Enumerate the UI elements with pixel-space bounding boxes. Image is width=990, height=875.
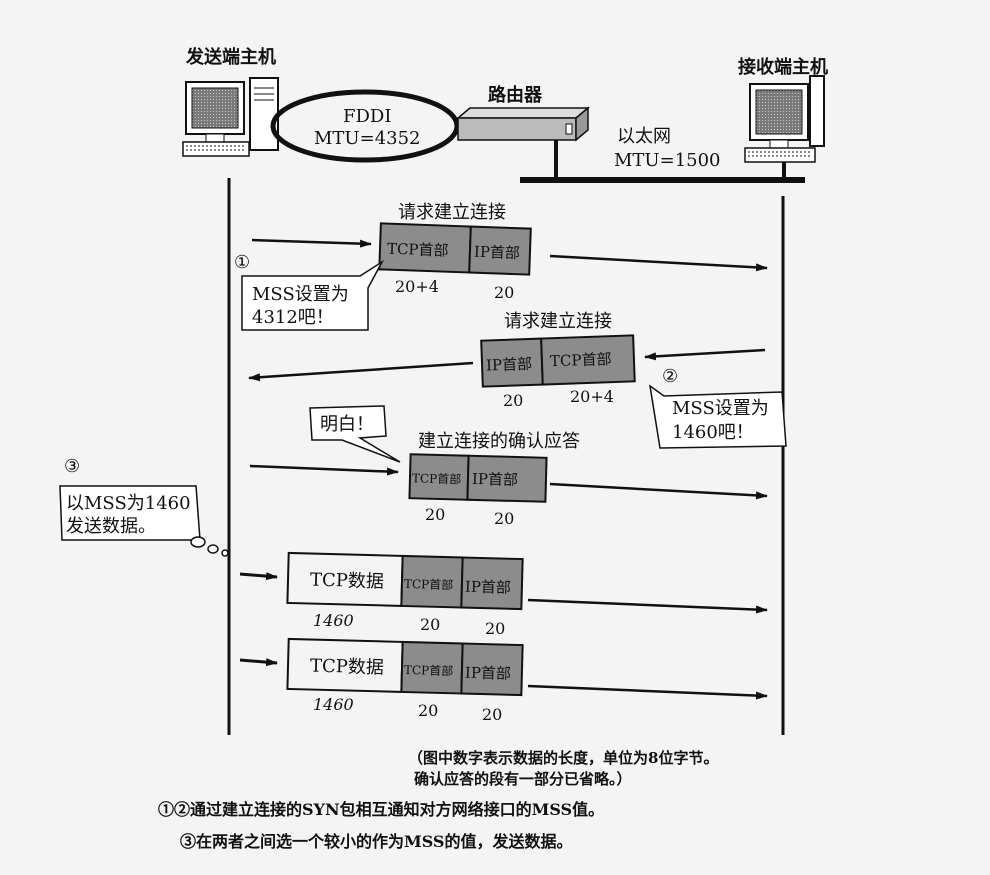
step1-arrow-in [251, 238, 372, 248]
step2-arrow-out [248, 361, 474, 382]
tcp-data-label: TCP数据 [310, 656, 384, 679]
ack-bubble-text: 明白！ [320, 414, 374, 435]
tcp-header-label: TCP首部 [550, 350, 612, 370]
ack-title: 建立连接的确认应答 [418, 431, 580, 452]
router-label: 路由器 [488, 84, 543, 106]
ack-len-ip: 20 [494, 509, 514, 528]
step2-packet: IP首部 TCP首部 [480, 334, 636, 388]
data1-len-ip: 20 [485, 619, 505, 638]
caption-line1: ①②通过建立连接的SYN包相互通知对方网络接口的MSS值。 [158, 800, 604, 819]
ack-len-tcp: 20 [425, 505, 445, 524]
ip-header-label: IP首部 [474, 243, 521, 263]
data1-len-data: 1460 [313, 611, 354, 630]
ip-header-block [460, 642, 524, 697]
ethernet-name: 以太网 [617, 126, 671, 147]
step2-title: 请求建立连接 [504, 311, 612, 332]
ip-header-block [468, 225, 532, 276]
step2-arrow-in [644, 348, 766, 361]
data1-arrow-in [239, 572, 278, 581]
fddi-mtu: MTU=4352 [314, 128, 421, 149]
step1-title: 请求建立连接 [398, 202, 506, 223]
ip-header-label: IP首部 [465, 664, 511, 683]
caption-line2: ③在两者之间选一个较小的作为MSS的值，发送数据。 [180, 832, 572, 851]
step1-bubble-line1: MSS设置为 [252, 284, 349, 305]
step1-speech-bubble: MSS设置为 4312吧！ [241, 259, 385, 331]
tcp-header-label: TCP首部 [404, 576, 454, 592]
data1-len-tcp: 20 [420, 615, 440, 634]
data-packet-2: TCP数据 TCP首部 IP首部 [286, 637, 524, 697]
tcp-header-block [540, 334, 636, 386]
data2-arrow-out [527, 684, 768, 700]
step1-bubble-line2: 4312吧！ [252, 307, 334, 328]
tcp-header-label: TCP首部 [412, 470, 462, 486]
data2-len-ip: 20 [482, 705, 502, 724]
step1-len-ip: 20 [494, 283, 514, 302]
fddi-ring [270, 89, 460, 163]
step3-thought-bubble: 以MSS为1460 发送数据。 [59, 485, 229, 557]
ip-header-label: IP首部 [472, 470, 518, 489]
router-icon [455, 106, 591, 180]
step2-marker: ② [662, 366, 678, 387]
ack-packet: TCP首部 IP首部 [408, 453, 548, 503]
ack-speech-bubble: 明白！ [309, 405, 401, 463]
tcp-data-label: TCP数据 [310, 570, 384, 593]
data1-arrow-out [527, 598, 768, 614]
step2-speech-bubble: MSS设置为 1460吧！ [648, 384, 787, 449]
ip-header-block [466, 454, 548, 503]
step2-len-tcp: 20+4 [570, 387, 614, 406]
fddi-name: FDDI [343, 106, 391, 127]
data2-len-data: 1460 [313, 695, 354, 714]
sender-label: 发送端主机 [185, 46, 276, 68]
step1-packet: TCP首部 IP首部 [378, 222, 532, 276]
receiver-computer-icon [744, 75, 825, 163]
step3-bubble-line1: 以MSS为1460 [66, 493, 191, 514]
receiver-label: 接收端主机 [738, 56, 828, 78]
ip-header-label: IP首部 [486, 355, 533, 375]
step1-arrow-out [549, 254, 768, 272]
sender-computer-icon [182, 77, 279, 157]
step1-len-tcp: 20+4 [395, 277, 439, 296]
ack-arrow-in [249, 464, 399, 476]
note-line1: （图中数字表示数据的长度，单位为8位字节。 [408, 749, 718, 767]
tcp-header-label: TCP首部 [387, 240, 449, 260]
ethernet-mtu: MTU=1500 [614, 150, 721, 171]
note-line2: 确认应答的段有一部分已省略。） [414, 770, 632, 788]
step3-marker: ③ [64, 456, 80, 477]
data-packet-1: TCP数据 TCP首部 IP首部 [286, 551, 524, 611]
step1-marker: ① [234, 252, 250, 273]
data2-len-tcp: 20 [418, 701, 438, 720]
ip-header-label: IP首部 [465, 578, 511, 597]
ip-header-block [460, 556, 524, 611]
step3-bubble-line2: 发送数据。 [66, 516, 156, 537]
step2-len-ip: 20 [503, 391, 523, 410]
step2-bubble-line1: MSS设置为 [672, 398, 769, 419]
tcp-header-label: TCP首部 [404, 662, 454, 678]
ack-arrow-out [549, 482, 768, 500]
data2-arrow-in [239, 658, 278, 667]
step2-bubble-line2: 1460吧！ [672, 422, 754, 443]
